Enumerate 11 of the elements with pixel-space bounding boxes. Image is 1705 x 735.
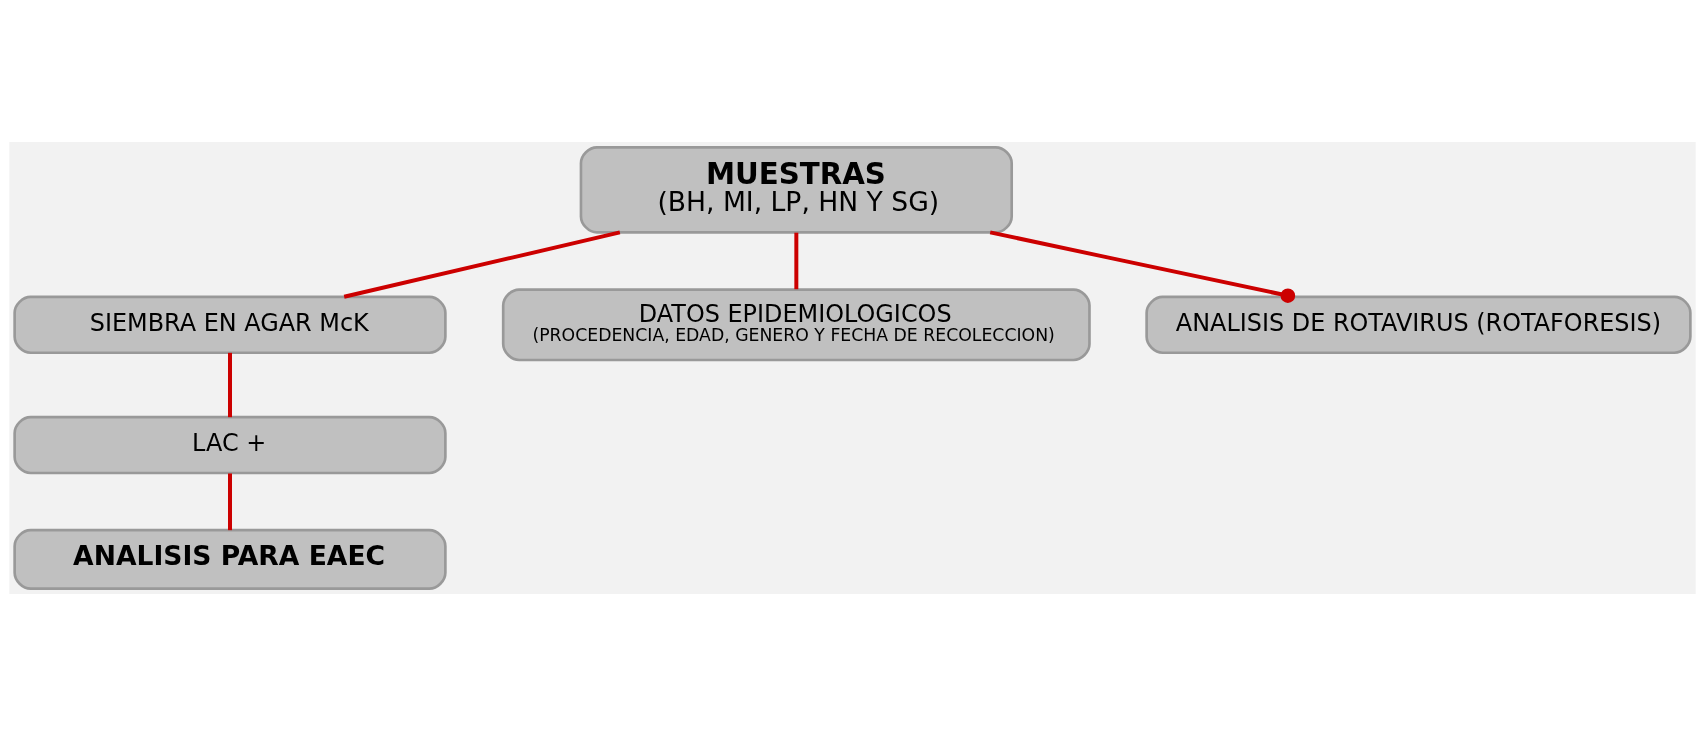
node-box: DATOS EPIDEMIOLOGICOS (PROCEDENCIA, EDAD, GENERO Y FECHA DE RECOLECCION): [501, 287, 1091, 361]
node-box: MUESTRAS (BH, MI, LP, HN Y SG): [579, 145, 1014, 234]
node-box: SIEMBRA EN AGAR McK: [13, 295, 447, 354]
connector: [228, 352, 232, 417]
connector: [794, 232, 799, 289]
node-box: ANALISIS PARA EAEC: [13, 528, 447, 590]
connector: [989, 229, 1296, 303]
node-box: LAC +: [13, 415, 447, 474]
node-box: ANALISIS DE ROTAVIRUS (ROTAFORESIS): [1145, 295, 1692, 354]
connector: [228, 472, 232, 530]
connector: [343, 229, 621, 299]
